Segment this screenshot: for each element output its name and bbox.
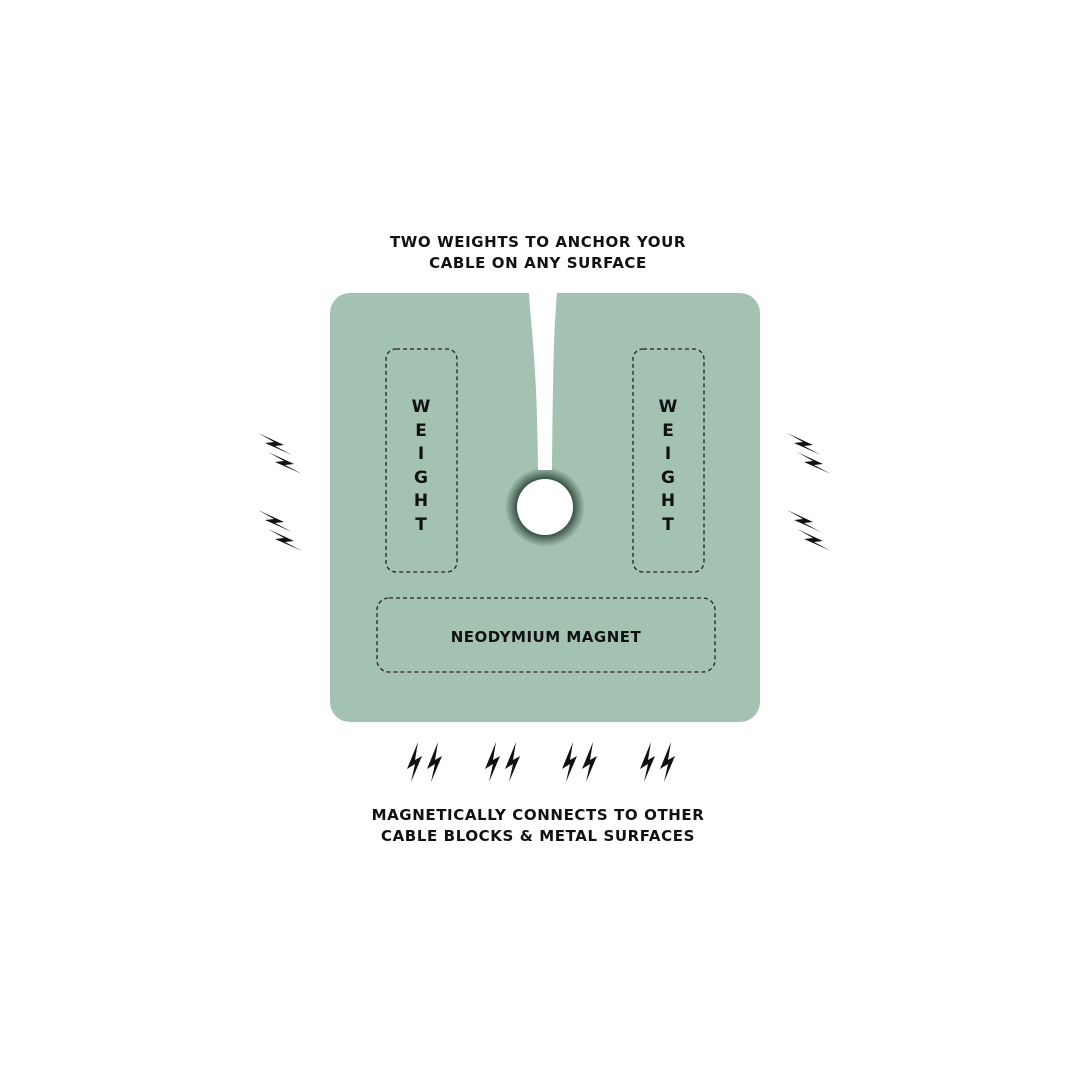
weight-letter: I bbox=[417, 444, 425, 464]
bottom-caption-line2: CABLE BLOCKS & METAL SURFACES bbox=[380, 827, 695, 845]
cable-slit bbox=[529, 293, 557, 470]
weight-letter: G bbox=[661, 467, 675, 488]
left-weight-outline bbox=[385, 348, 458, 573]
top-caption: TWO WEIGHTS TO ANCHOR YOUR CABLE ON ANY … bbox=[0, 232, 1076, 274]
weight-letter: H bbox=[413, 491, 429, 511]
weight-letter: T bbox=[662, 514, 674, 535]
weight-letter: E bbox=[662, 420, 674, 441]
weight-letter: W bbox=[658, 397, 678, 417]
bottom-caption-line1: MAGNETICALLY CONNECTS TO OTHER bbox=[371, 806, 705, 824]
weight-letter: W bbox=[411, 397, 431, 417]
magnet-outline bbox=[376, 597, 716, 673]
weight-letter: T bbox=[415, 514, 427, 535]
weight-letter: H bbox=[660, 491, 676, 511]
bottom-caption: MAGNETICALLY CONNECTS TO OTHER CABLE BLO… bbox=[0, 805, 1076, 847]
weight-letter: G bbox=[414, 467, 428, 488]
magnet-label: NEODYMIUM MAGNET bbox=[450, 628, 642, 646]
right-weight-outline bbox=[632, 348, 705, 573]
weight-letter: I bbox=[664, 444, 672, 464]
cable-block bbox=[330, 293, 760, 722]
top-caption-line2: CABLE ON ANY SURFACE bbox=[429, 254, 647, 272]
top-caption-line1: TWO WEIGHTS TO ANCHOR YOUR bbox=[389, 233, 687, 251]
weight-letter: E bbox=[415, 420, 427, 441]
cable-hole bbox=[517, 479, 573, 535]
